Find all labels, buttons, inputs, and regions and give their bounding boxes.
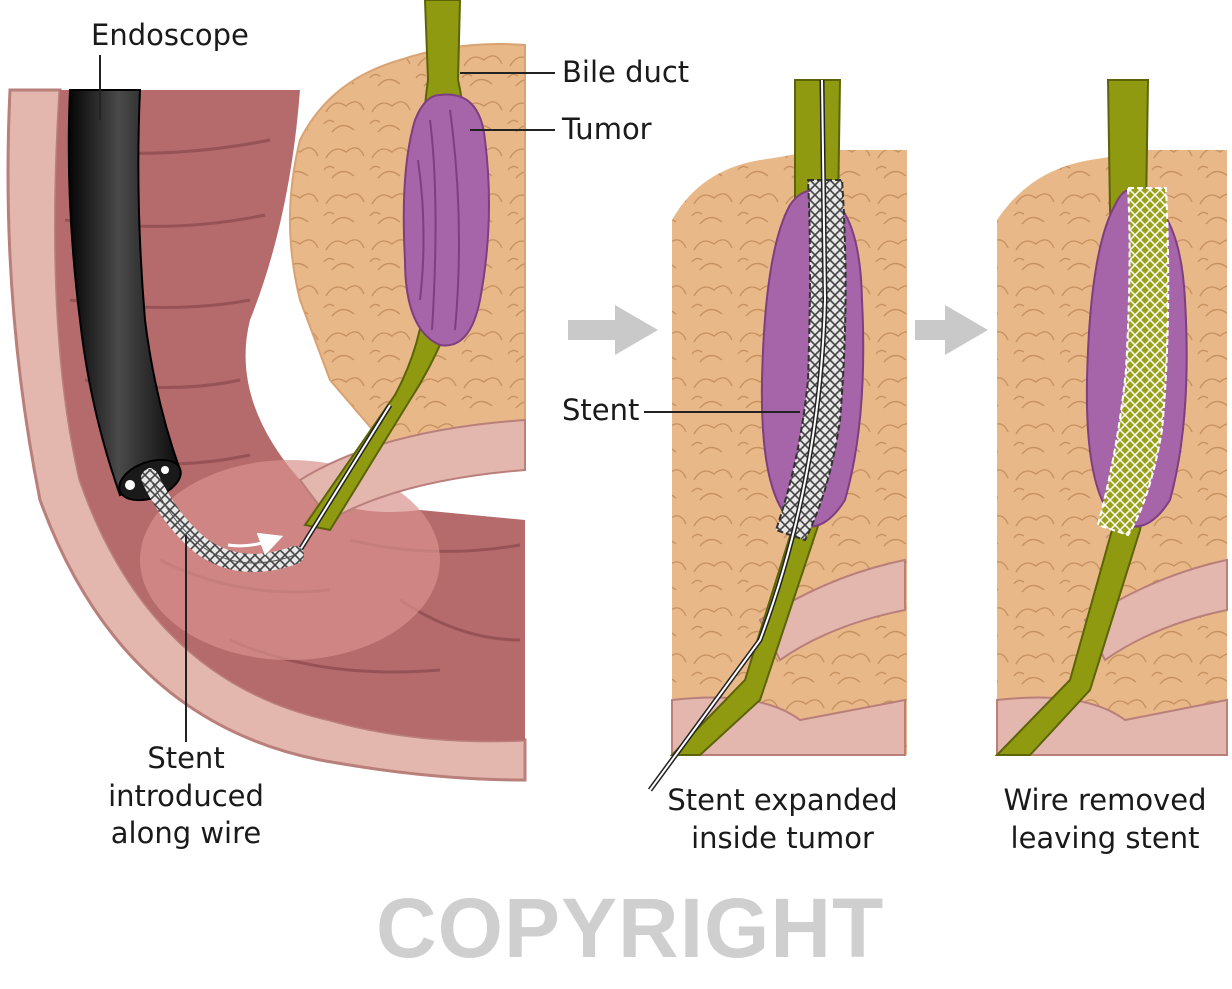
tumor-label: Tumor xyxy=(562,112,652,146)
stent-label: Stent xyxy=(562,393,640,427)
bile-duct-label: Bile duct xyxy=(562,55,690,89)
pancreas-top-3 xyxy=(997,130,1227,220)
duodenal-wall-band-3 xyxy=(1083,558,1228,662)
pancreas-top-2 xyxy=(672,130,905,220)
tumor-1 xyxy=(402,93,490,347)
panel-3 xyxy=(994,79,1228,756)
stent-final-3 xyxy=(1096,187,1170,537)
panel-1 xyxy=(6,0,555,782)
caption-step-2: Stent expanded inside tumor xyxy=(667,783,898,855)
copyright-watermark: COPYRIGHT xyxy=(376,881,885,975)
panel-2 xyxy=(644,79,907,792)
caption-step-3: Wire removed leaving stent xyxy=(1003,783,1207,855)
stent-expanded-2 xyxy=(774,179,847,542)
caption-step-1: Stent introduced along wire xyxy=(108,741,264,851)
tumor-texture-1 xyxy=(417,109,460,331)
process-arrow-1 xyxy=(568,305,658,355)
endoscope-label: Endoscope xyxy=(91,18,249,52)
process-arrow-2 xyxy=(915,305,988,355)
duodenal-wall-band-2 xyxy=(758,558,906,662)
direction-arrow xyxy=(227,532,284,556)
